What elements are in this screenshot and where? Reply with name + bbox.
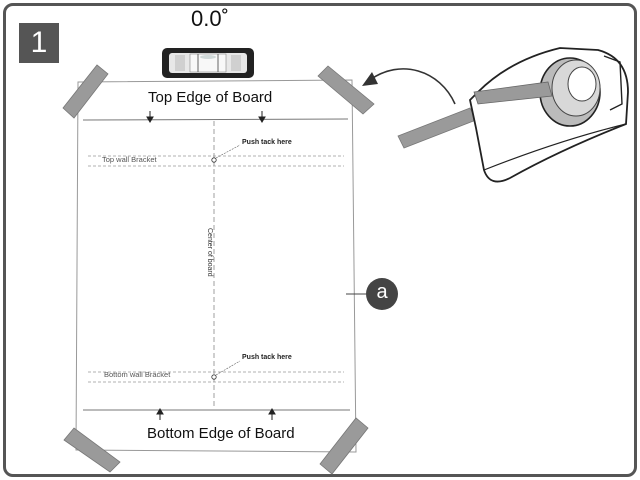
tape-top-left	[62, 64, 109, 119]
tape-dispenser-icon	[397, 47, 629, 183]
tape-bottom-right	[319, 417, 369, 475]
top-edge-arrows	[146, 111, 266, 123]
step-number-badge: 1	[19, 23, 59, 63]
bottom-tack-point	[211, 374, 217, 380]
spirit-level-icon	[162, 48, 254, 78]
curved-arrow-icon	[362, 68, 456, 105]
tape-strip-icon	[62, 64, 375, 475]
center-of-board-label: Center of board	[206, 228, 213, 277]
push-tack-bottom-label: Push tack here	[242, 354, 292, 361]
paper-template	[75, 79, 366, 453]
top-bracket-label: Top wall Bracket	[102, 155, 157, 164]
top-edge-line	[82, 118, 349, 121]
callout-a: a	[366, 278, 398, 310]
tape-bottom-left	[63, 427, 121, 473]
top-tack-point	[211, 157, 217, 163]
level-reading: 0.0˚	[191, 6, 229, 31]
top-edge-label: Top Edge of Board	[148, 89, 273, 106]
bottom-edge-arrows	[156, 408, 276, 420]
bottom-edge-label: Bottom Edge of Board	[147, 425, 295, 442]
push-tack-top-label: Push tack here	[242, 139, 292, 146]
bottom-bracket-label: Bottom wall Bracket	[104, 370, 171, 379]
tape-top-right	[317, 65, 375, 115]
